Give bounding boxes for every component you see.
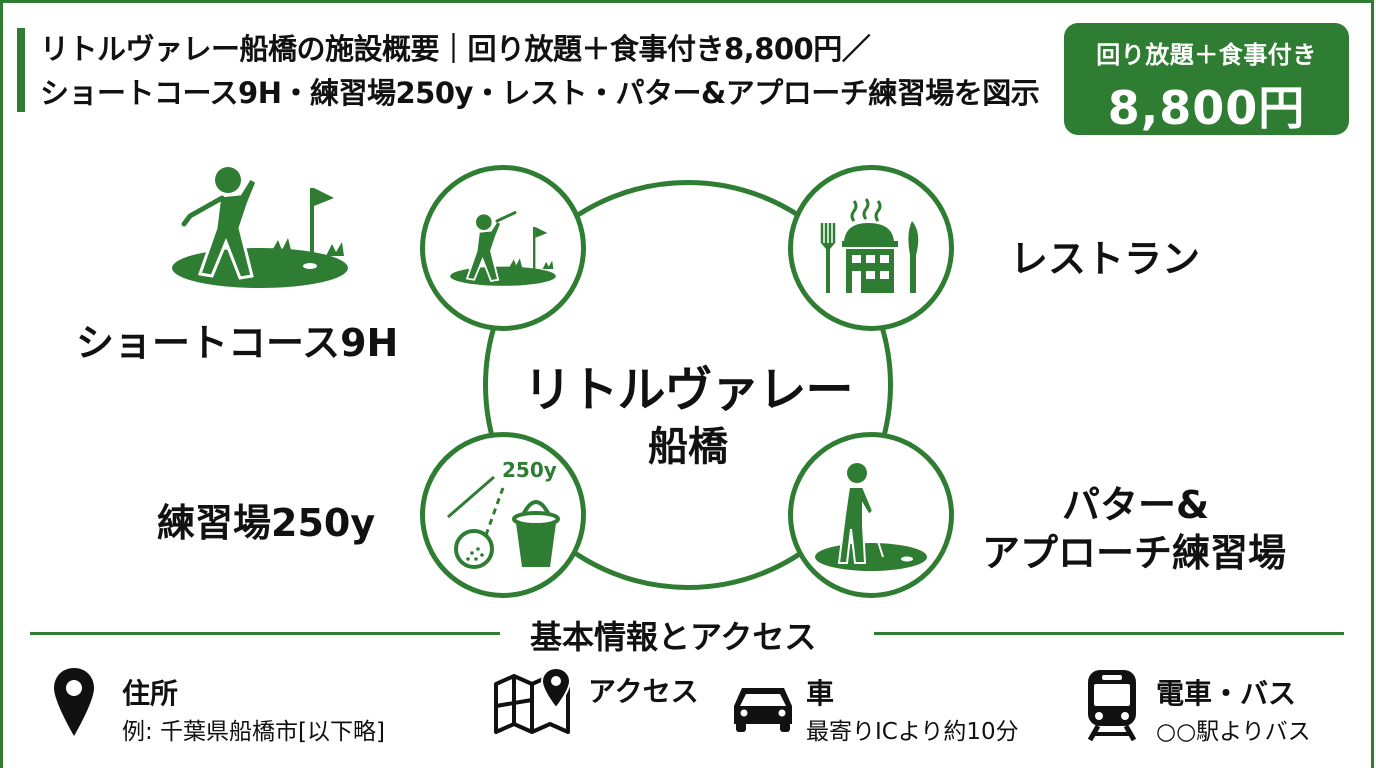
map-pin-icon bbox=[52, 666, 96, 742]
section-title: 基本情報とアクセス bbox=[530, 618, 817, 656]
center-facility-name: リトルヴァレー bbox=[523, 362, 853, 418]
node-putting-green bbox=[788, 432, 954, 598]
price-badge: 回り放題＋食事付き 8,800円 bbox=[1064, 23, 1349, 135]
label-putting-line-2: アプローチ練習場 bbox=[982, 531, 1287, 575]
title-accent-bar bbox=[17, 28, 25, 112]
section-divider-right bbox=[874, 632, 1344, 635]
address-detail: 例: 千葉県船橋市[以下略] bbox=[122, 719, 386, 745]
section-divider-left bbox=[30, 632, 500, 635]
access-title: アクセス bbox=[588, 675, 699, 708]
label-short-course: ショートコース9H bbox=[76, 321, 399, 365]
putting-green-icon bbox=[815, 463, 927, 571]
price-badge-label: 回り放題＋食事付き bbox=[1096, 41, 1317, 69]
car-icon bbox=[728, 680, 798, 740]
yardage-text: 250y bbox=[502, 458, 557, 482]
node-short-course bbox=[420, 165, 586, 331]
title-line-2: ショートコース9H・練習場250y・レスト・パター&アプローチ練習場を図示 bbox=[40, 76, 1040, 110]
label-driving-range: 練習場250y bbox=[157, 501, 376, 545]
restaurant-icon bbox=[820, 198, 919, 293]
train-bus-title: 電車・バス bbox=[1156, 677, 1297, 710]
label-putting-line-1: パター& bbox=[1062, 483, 1210, 527]
train-icon bbox=[1084, 666, 1140, 746]
page-title: リトルヴァレー船橋の施設概要｜回り放題＋食事付き8,800円／ ショートコース9… bbox=[40, 27, 1040, 115]
node-driving-range: 250y bbox=[420, 432, 586, 598]
car-title: 車 bbox=[806, 677, 835, 710]
map-icon bbox=[492, 666, 574, 742]
car-detail: 最寄りICより約10分 bbox=[806, 719, 1019, 745]
node-restaurant bbox=[788, 165, 954, 331]
label-restaurant: レストラン bbox=[1010, 237, 1201, 281]
price-badge-price: 8,800円 bbox=[1107, 81, 1306, 135]
title-line-1: リトルヴァレー船橋の施設概要｜回り放題＋食事付き8,800円／ bbox=[40, 32, 871, 66]
golfer-swing-icon bbox=[160, 158, 360, 288]
center-facility-location: 船橋 bbox=[648, 424, 728, 470]
golfer-icon bbox=[450, 211, 556, 286]
address-title: 住所 bbox=[122, 677, 179, 710]
train-bus-detail: ○○駅よりバス bbox=[1156, 719, 1311, 745]
driving-range-icon: 250y bbox=[447, 458, 560, 569]
